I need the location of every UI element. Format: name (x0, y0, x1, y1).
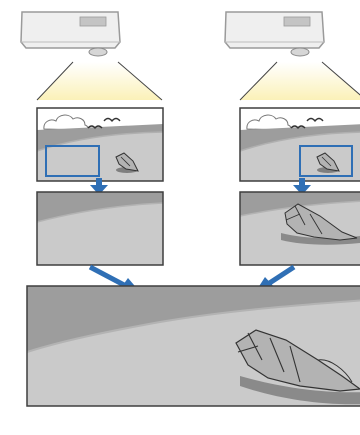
projector-icon (225, 12, 324, 56)
projector-icon (21, 12, 120, 56)
projector-right (225, 12, 360, 100)
merged-result-image (27, 286, 360, 406)
zoomed-region-left (37, 192, 163, 265)
projector-left (21, 12, 162, 100)
zoomed-region-right (240, 192, 360, 265)
projection-beam (37, 62, 162, 100)
source-image-left (37, 108, 163, 181)
source-image-right (240, 108, 360, 181)
